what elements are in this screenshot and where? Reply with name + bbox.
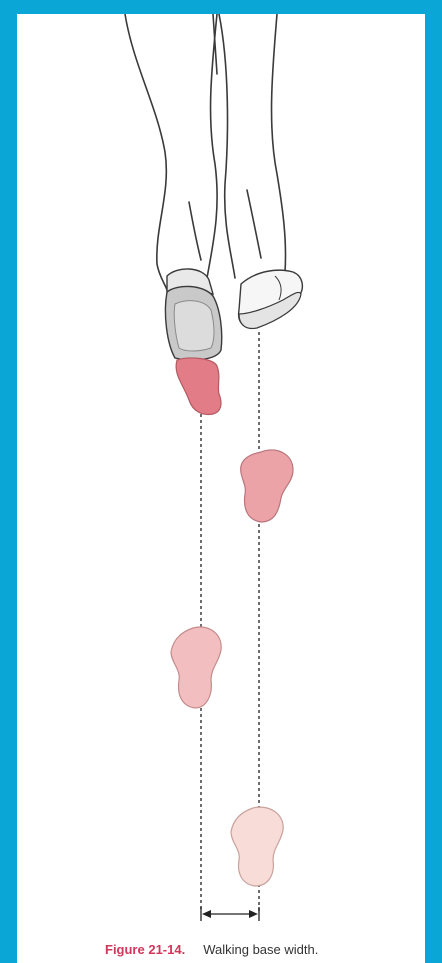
- footprint-3: [171, 627, 221, 708]
- legs: [125, 14, 286, 290]
- left-shoe: [165, 269, 221, 360]
- walking-base-width-illustration: [17, 14, 425, 963]
- figure-caption: Figure 21-14. Walking base width.: [105, 942, 318, 957]
- footprint-4: [231, 807, 283, 886]
- figure-caption-text: Walking base width.: [203, 942, 318, 957]
- footprint-1: [176, 358, 221, 414]
- figure-panel: Figure 21-14. Walking base width.: [17, 14, 425, 963]
- footprint-2: [241, 450, 293, 522]
- right-shoe: [239, 270, 303, 328]
- figure-label: Figure 21-14.: [105, 942, 185, 957]
- base-width-arrow: [201, 907, 259, 921]
